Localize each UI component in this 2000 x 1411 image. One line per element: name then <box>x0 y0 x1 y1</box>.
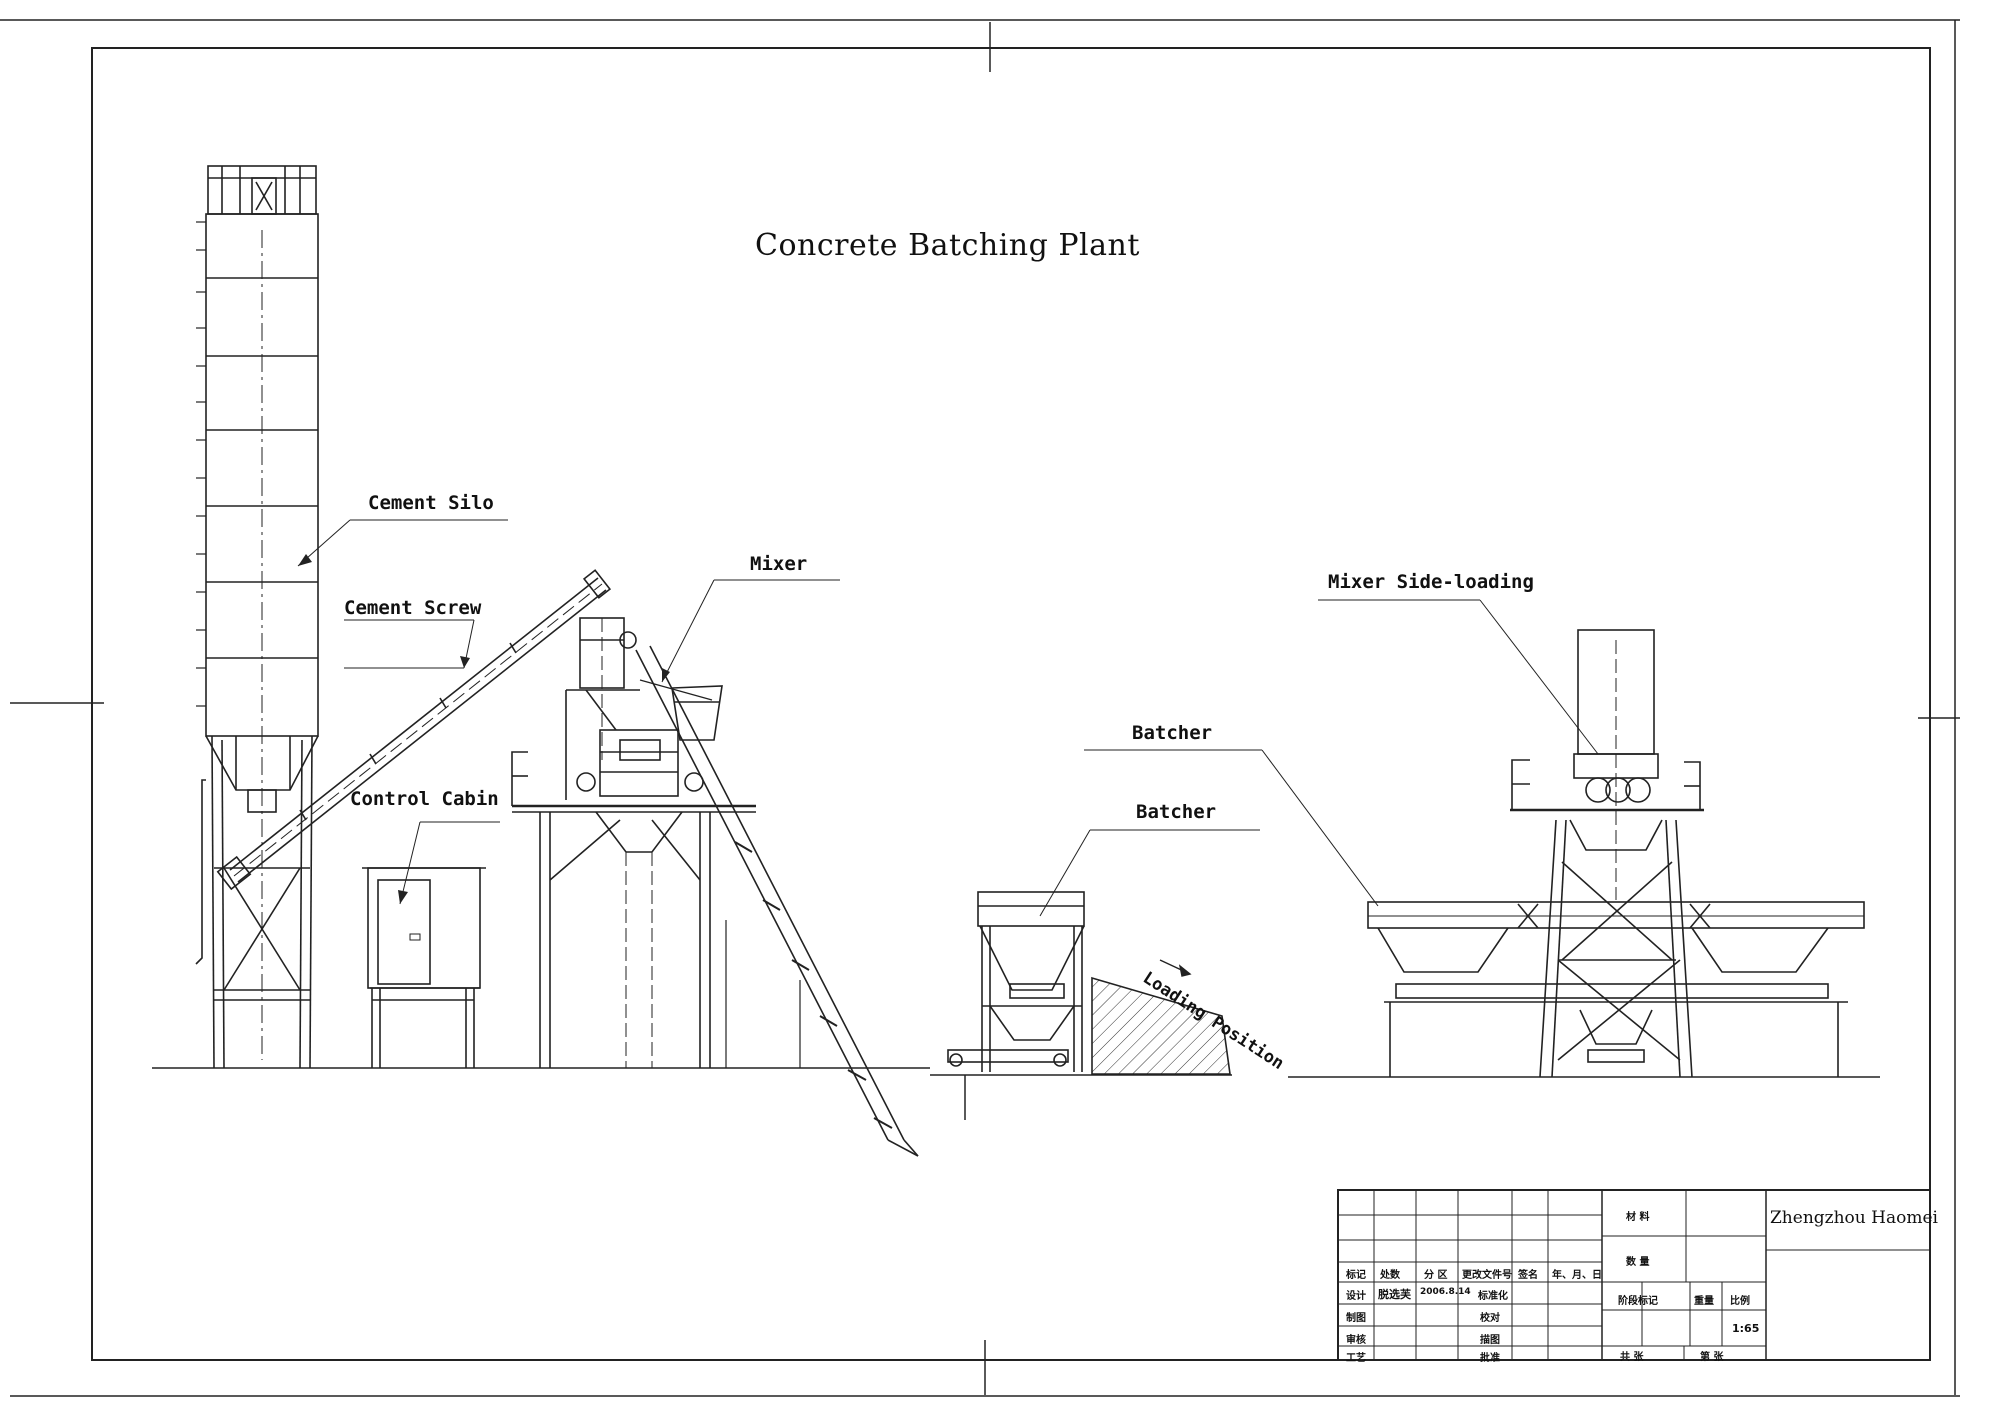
tb-process: 工艺 <box>1346 1353 1366 1364</box>
company-name: Zhengzhou Haomei <box>1770 1208 1938 1228</box>
mixer-tower <box>511 617 756 1068</box>
control-cabin <box>362 867 486 1068</box>
tb-sheet: 第 张 <box>1700 1352 1724 1363</box>
tb-design-date: 2006.8.14 <box>1420 1287 1471 1297</box>
tb-weight: 重量 <box>1694 1296 1714 1307</box>
tb-mark: 标记 <box>1346 1270 1366 1281</box>
tb-date: 年、月、日 <box>1552 1270 1602 1281</box>
tb-material: 材 料 <box>1626 1212 1650 1223</box>
cement-silo <box>195 165 319 1069</box>
title-block <box>1337 1189 1931 1361</box>
label-mixer-side-loading: Mixer Side-loading <box>1328 571 1534 593</box>
tb-approve: 批准 <box>1480 1353 1500 1364</box>
label-batcher-lower: Batcher <box>1136 801 1217 823</box>
tb-scale: 1:65 <box>1732 1322 1760 1335</box>
tb-total: 共 张 <box>1620 1352 1644 1363</box>
tb-ratio: 比例 <box>1730 1296 1750 1307</box>
tb-review: 审核 <box>1346 1335 1366 1346</box>
tb-trace: 描图 <box>1480 1335 1500 1346</box>
loading-ramp <box>1091 976 1231 1075</box>
skip-hoist <box>635 645 919 1157</box>
side-loading-view <box>1367 629 1865 1078</box>
tb-signature: 签名 <box>1518 1270 1538 1281</box>
label-cement-screw: Cement Screw <box>344 597 482 619</box>
label-mixer: Mixer <box>750 553 808 575</box>
tb-design: 设计 <box>1346 1291 1366 1302</box>
tb-draw: 制图 <box>1346 1313 1366 1324</box>
tb-check: 校对 <box>1480 1313 1500 1324</box>
tb-designer: 脱选芙 <box>1378 1288 1411 1301</box>
label-control-cabin: Control Cabin <box>350 788 499 810</box>
cement-screw <box>216 569 612 891</box>
tb-stage-mark: 阶段标记 <box>1618 1296 1658 1307</box>
ground-lines <box>152 1067 1880 1120</box>
tb-count: 处数 <box>1380 1270 1400 1281</box>
tb-zone: 分 区 <box>1424 1270 1448 1281</box>
tb-change-doc: 更改文件号 <box>1462 1270 1512 1281</box>
sheet-border <box>0 19 1960 1397</box>
label-cement-silo: Cement Silo <box>368 492 494 514</box>
small-batcher <box>947 891 1085 1072</box>
label-batcher-upper: Batcher <box>1132 722 1213 744</box>
loading-arrow <box>1159 959 1192 977</box>
drawing-title: Concrete Batching Plant <box>755 228 1140 263</box>
tb-standardize: 标准化 <box>1478 1291 1508 1302</box>
tb-quantity: 数 量 <box>1626 1257 1650 1268</box>
leader-arrows <box>298 554 670 904</box>
